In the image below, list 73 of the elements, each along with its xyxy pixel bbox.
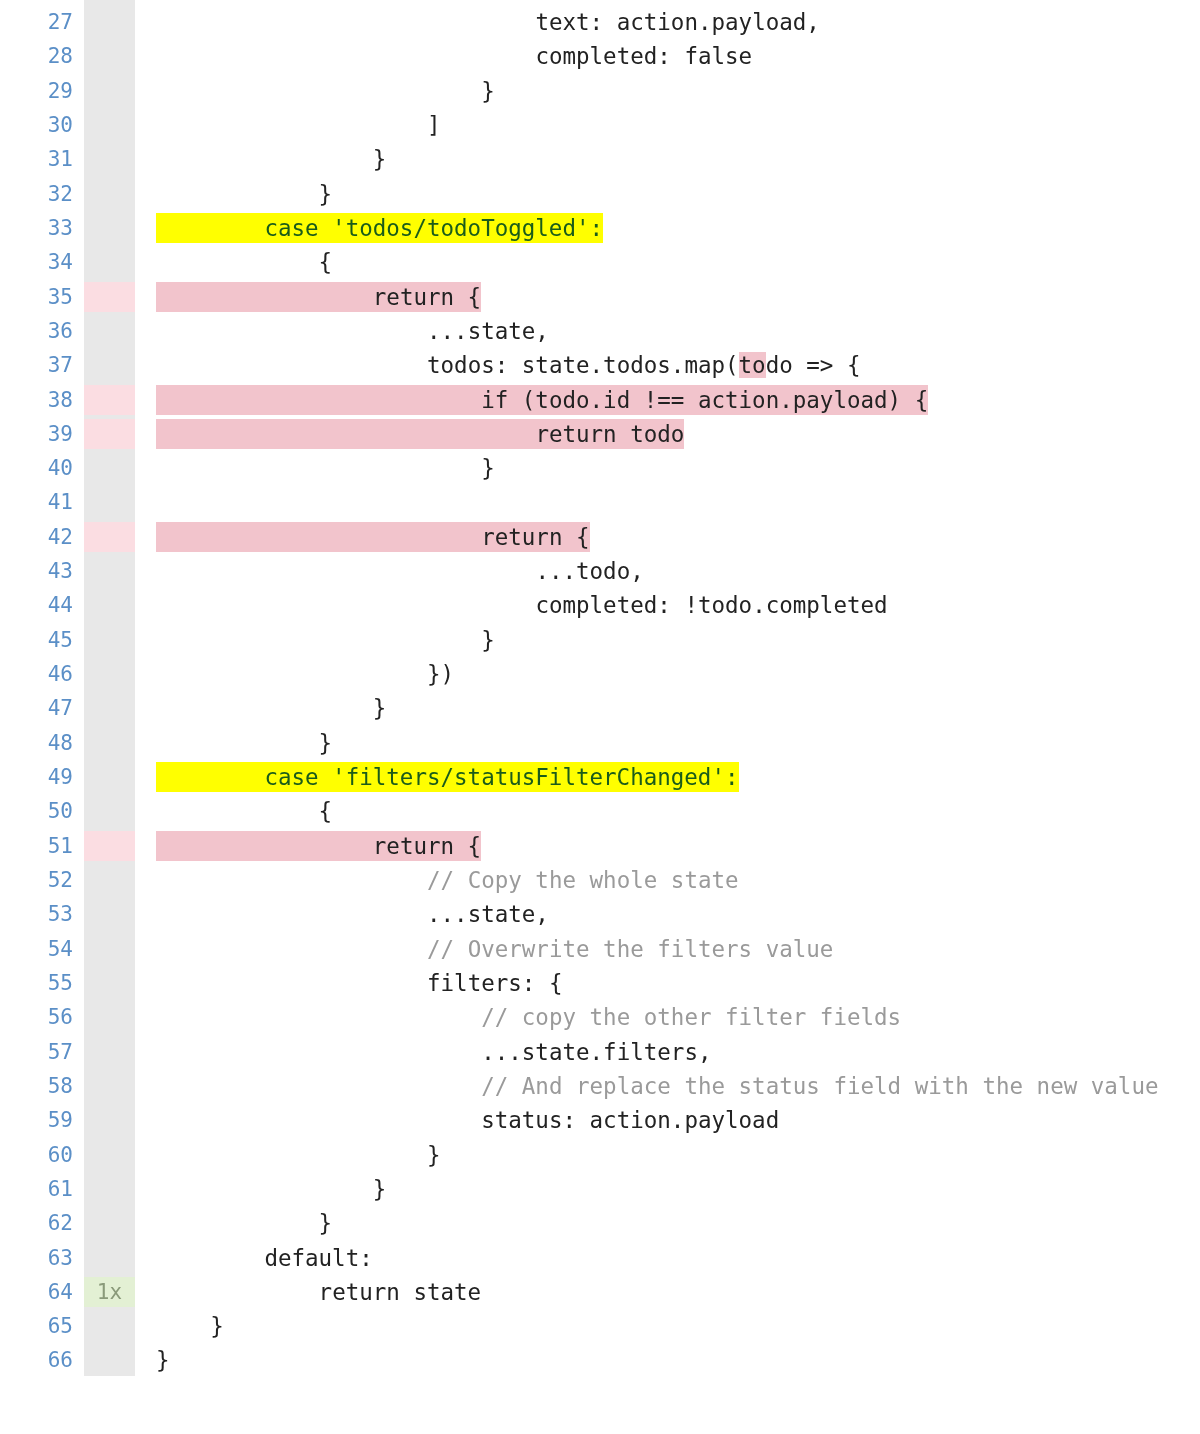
- line-number: 52: [46, 867, 73, 894]
- code-line: }: [318, 179, 333, 209]
- code-line: }: [481, 625, 495, 655]
- code-line: ...todo,: [535, 557, 644, 587]
- hit-count: 1x: [84, 1276, 135, 1307]
- code-line: ]: [427, 110, 441, 140]
- code-line: {: [318, 797, 333, 827]
- line-number: 35: [46, 283, 73, 311]
- code-line: }: [481, 76, 495, 106]
- code-line: }: [156, 1346, 170, 1376]
- code-line: status: action.payload: [481, 1106, 780, 1136]
- line-number: 43: [46, 558, 73, 586]
- code-line: }: [318, 1209, 333, 1239]
- code-line: todos: state.todos.map(todo => {: [427, 351, 861, 381]
- code-line: ...state,: [427, 316, 549, 346]
- line-number: 55: [46, 969, 73, 997]
- code-comment: // And replace the status field with the new value: [481, 1071, 1159, 1101]
- code-line: filters: {: [427, 968, 563, 998]
- line-number: 61: [46, 1175, 73, 1203]
- line-number: 40: [46, 455, 73, 483]
- line-number: 59: [46, 1107, 73, 1135]
- line-number: 60: [46, 1141, 73, 1169]
- code-comment: // Overwrite the filters value: [427, 934, 834, 964]
- line-number: 47: [46, 695, 73, 723]
- line-number: 44: [46, 592, 73, 620]
- line-number: 58: [46, 1072, 73, 1100]
- line-number: 38: [46, 386, 73, 414]
- code-line: }: [210, 1312, 224, 1342]
- code-comment: // copy the other filter fields: [481, 1003, 902, 1033]
- line-number: 37: [46, 352, 73, 380]
- code-comment: // Copy the whole state: [427, 866, 739, 895]
- code-line: completed: false: [535, 42, 753, 72]
- code-line: ...state.filters,: [481, 1037, 712, 1067]
- code-line: default:: [264, 1243, 373, 1273]
- line-number: 27: [46, 9, 73, 36]
- code-line: }: [481, 454, 495, 484]
- line-number: 42: [46, 523, 73, 551]
- code-line: }: [318, 728, 333, 758]
- line-number: 54: [46, 935, 73, 963]
- code-line: }: [372, 145, 387, 175]
- line-number: 46: [46, 661, 73, 689]
- line-number: 32: [46, 180, 73, 208]
- line-number: 53: [46, 901, 73, 929]
- line-number: 30: [46, 111, 73, 139]
- line-number: 63: [46, 1244, 73, 1272]
- code-line: }: [372, 1174, 387, 1204]
- line-number: 51: [46, 832, 73, 860]
- line-number: 62: [46, 1210, 73, 1238]
- line-number: 66: [46, 1347, 73, 1375]
- code-line: }): [427, 660, 455, 690]
- line-number: 33: [46, 214, 73, 242]
- code-line: ...state,: [427, 900, 549, 930]
- line-number: 48: [46, 729, 73, 757]
- line-number: 36: [46, 317, 73, 345]
- line-number: 34: [46, 249, 73, 277]
- line-number: 56: [46, 1004, 73, 1032]
- line-number: 49: [46, 764, 73, 792]
- line-number: 29: [46, 77, 73, 105]
- code-line: text: action.payload,: [535, 8, 820, 37]
- code-line: completed: !todo.completed: [535, 591, 888, 621]
- line-number: 39: [46, 420, 73, 448]
- line-number: 57: [46, 1038, 73, 1066]
- code-line: {: [318, 248, 333, 278]
- code-line: return state: [318, 1277, 482, 1307]
- code-line: }: [427, 1140, 441, 1170]
- line-number: 28: [46, 43, 73, 71]
- line-number: 64: [46, 1278, 73, 1306]
- code-line: }: [372, 694, 387, 724]
- line-number: 65: [46, 1313, 73, 1341]
- line-number: 50: [46, 798, 73, 826]
- line-number: 31: [46, 146, 73, 174]
- line-number: 41: [46, 489, 73, 517]
- line-number: 45: [46, 626, 73, 654]
